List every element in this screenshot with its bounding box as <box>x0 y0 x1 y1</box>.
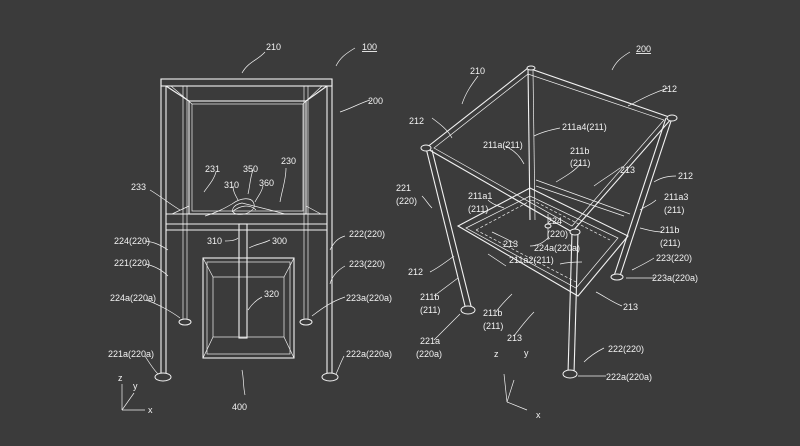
label-213-mid: 213 <box>503 239 518 249</box>
label-213-right: 213 <box>623 302 638 312</box>
label-233: 233 <box>131 182 146 192</box>
label-310-upper: 310 <box>224 180 239 190</box>
right-labels: 200 210 212 212 211a4(211) 211a(211) 211… <box>396 44 698 420</box>
label-222-220-right: 222(220) <box>608 344 644 354</box>
left-apparatus-drawing <box>121 47 371 411</box>
label-210: 210 <box>266 42 281 52</box>
label-200: 200 <box>368 96 383 106</box>
axis-x-left: x <box>148 405 153 415</box>
label-310-lower: 310 <box>207 236 222 246</box>
label-213-top: 213 <box>620 165 635 175</box>
label-r212-lower: 212 <box>408 267 423 277</box>
label-350: 350 <box>243 164 258 174</box>
label-211a1-paren: (211) <box>468 204 488 214</box>
label-211b-top: 211b <box>570 146 589 156</box>
label-223a-220a-right: 223a(220a) <box>652 273 698 283</box>
label-222a-220a-right: 222a(220a) <box>606 372 652 382</box>
label-222a-220a: 222a(220a) <box>346 349 392 359</box>
label-211b-left-paren: (211) <box>420 305 440 315</box>
label-211a: 211a(211) <box>483 140 523 150</box>
label-211b-right: 211b <box>660 225 679 235</box>
right-frame-drawing <box>420 51 678 411</box>
label-211b-left: 211b <box>420 292 439 302</box>
label-211b-mid: 211b <box>483 308 502 318</box>
label-300: 300 <box>272 236 287 246</box>
label-211a2: 211a2(211) <box>509 255 554 265</box>
axis-y-left: y <box>133 381 138 391</box>
label-221: 221 <box>396 183 411 193</box>
label-211b-right-paren: (211) <box>660 238 680 248</box>
label-223-220-right: 223(220) <box>656 253 692 263</box>
label-224: 224 <box>547 216 562 226</box>
label-320: 320 <box>264 289 279 299</box>
label-221a-220a: 221a(220a) <box>108 349 154 359</box>
label-222-220: 222(220) <box>349 229 385 239</box>
label-213-bottom: 213 <box>507 333 522 343</box>
label-r212-top: 212 <box>662 84 677 94</box>
label-211b-top-paren: (211) <box>570 158 590 168</box>
axis-y-right: y <box>524 348 529 358</box>
label-224-220: 224(220) <box>114 236 150 246</box>
label-221a: 221a <box>420 336 440 346</box>
label-230: 230 <box>281 156 296 166</box>
left-labels: 210 100 200 231 350 230 233 310 360 310 … <box>108 42 392 415</box>
label-221-220: 221(220) <box>114 258 150 268</box>
label-224a-220a: 224a(220a) <box>110 293 156 303</box>
label-211a1: 211a1 <box>468 191 492 201</box>
label-221a-220a: (220a) <box>416 349 442 359</box>
label-r210: 210 <box>470 66 485 76</box>
label-231: 231 <box>205 164 220 174</box>
label-223-220: 223(220) <box>349 259 385 269</box>
axis-z-right: z <box>494 349 499 359</box>
label-r212-right: 212 <box>678 171 693 181</box>
label-100: 100 <box>362 42 377 52</box>
label-400: 400 <box>232 402 247 412</box>
label-224a-220a: 224a(220a) <box>534 243 580 253</box>
label-223a-220a: 223a(220a) <box>346 293 392 303</box>
label-211a3-paren: (211) <box>664 205 684 215</box>
axis-x-right: x <box>536 410 541 420</box>
label-221-220: (220) <box>396 196 417 206</box>
label-360: 360 <box>259 178 274 188</box>
label-211b-mid-paren: (211) <box>483 321 503 331</box>
label-224-220: (220) <box>547 229 568 239</box>
axis-z-left: z <box>118 373 123 383</box>
label-r200: 200 <box>636 44 651 54</box>
label-r212-left: 212 <box>409 116 424 126</box>
label-211a4: 211a4(211) <box>562 122 607 132</box>
label-211a3: 211a3 <box>664 192 688 202</box>
